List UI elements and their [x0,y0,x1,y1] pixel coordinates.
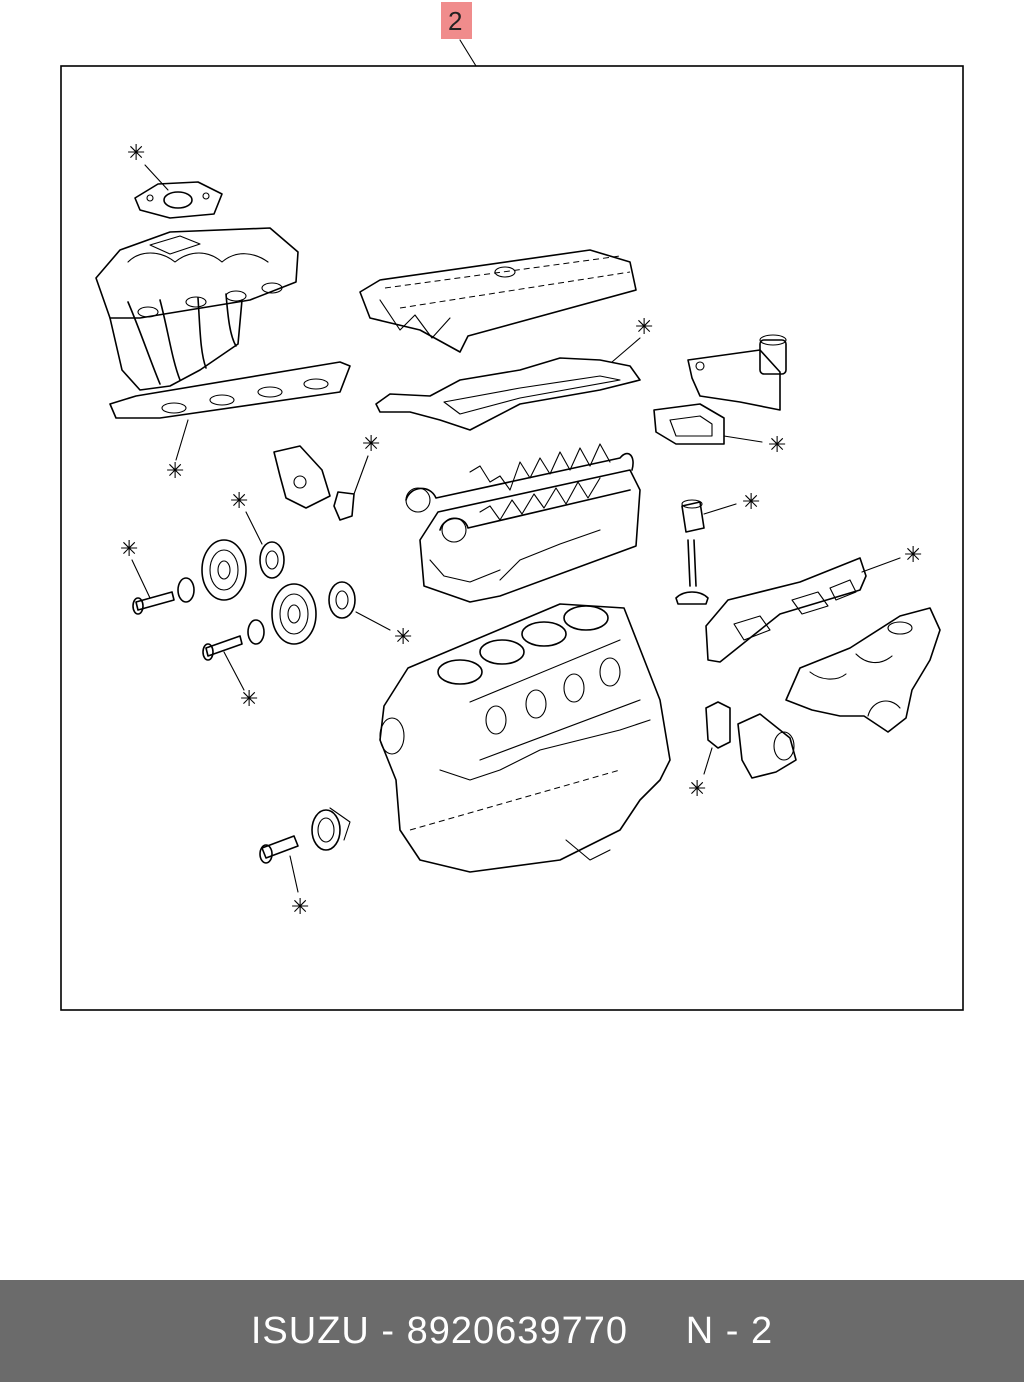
kit-marker: ✳ [688,777,706,802]
kit-marker: ✳ [120,537,138,562]
camshaft-sensor [273,445,369,521]
valve-cover-gasket [375,337,641,431]
kit-marker: ✳ [230,489,248,514]
camshaft-seal-upper [245,511,285,579]
kit-markers: ✳ ✳ ✳ ✳ ✳ ✳ ✳ ✳ ✳ ✳ ✳ ✳ ✳ [120,141,922,920]
kit-marker: ✳ [127,141,145,166]
cylinder-head [405,443,641,603]
page-reference: N - 2 [685,1309,774,1352]
valve-cover [359,249,637,353]
kit-marker: ✳ [742,490,760,515]
callout-number: 2 [448,6,462,36]
camshaft-seal-lower [328,581,391,631]
valve-stem-seal [681,499,737,533]
footer-bar: ISUZU - 8920639770 N - 2 [0,1280,1024,1382]
throttle-gasket [134,164,223,219]
kit-marker: ✳ [362,432,380,457]
cylinder-block [379,603,671,873]
separator: - [369,1309,407,1352]
thermostat-housing [737,713,797,779]
kit-marker: ✳ [394,625,412,650]
gear-bolt-lower [202,619,265,691]
kit-marker: ✳ [166,459,184,484]
gear-bolt-upper [131,559,195,615]
exhaust-manifold [785,607,941,733]
intake-manifold-gasket [109,361,351,461]
kit-marker: ✳ [635,315,653,340]
crankshaft-bolt [259,835,299,893]
kit-marker: ✳ [768,433,786,458]
brand-name: ISUZU [250,1309,370,1352]
camshaft-gear-upper [201,539,247,601]
kit-marker: ✳ [240,687,258,712]
spacer [628,1310,686,1353]
engine-valve [675,539,709,605]
camshaft-gear-lower [271,583,317,645]
kit-marker: ✳ [291,895,309,920]
kit-marker: ✳ [904,543,922,568]
exploded-engine-diagram: 2 [60,2,964,1011]
callout-badge: 2 [441,2,477,67]
crankshaft-seal [311,807,351,851]
diagram-frame [60,65,964,1011]
part-number: 8920639770 [406,1309,628,1352]
thermostat-gasket [703,701,731,775]
egr-valve [653,334,787,445]
exhaust-manifold-gasket [705,557,901,663]
intake-manifold [95,227,299,391]
